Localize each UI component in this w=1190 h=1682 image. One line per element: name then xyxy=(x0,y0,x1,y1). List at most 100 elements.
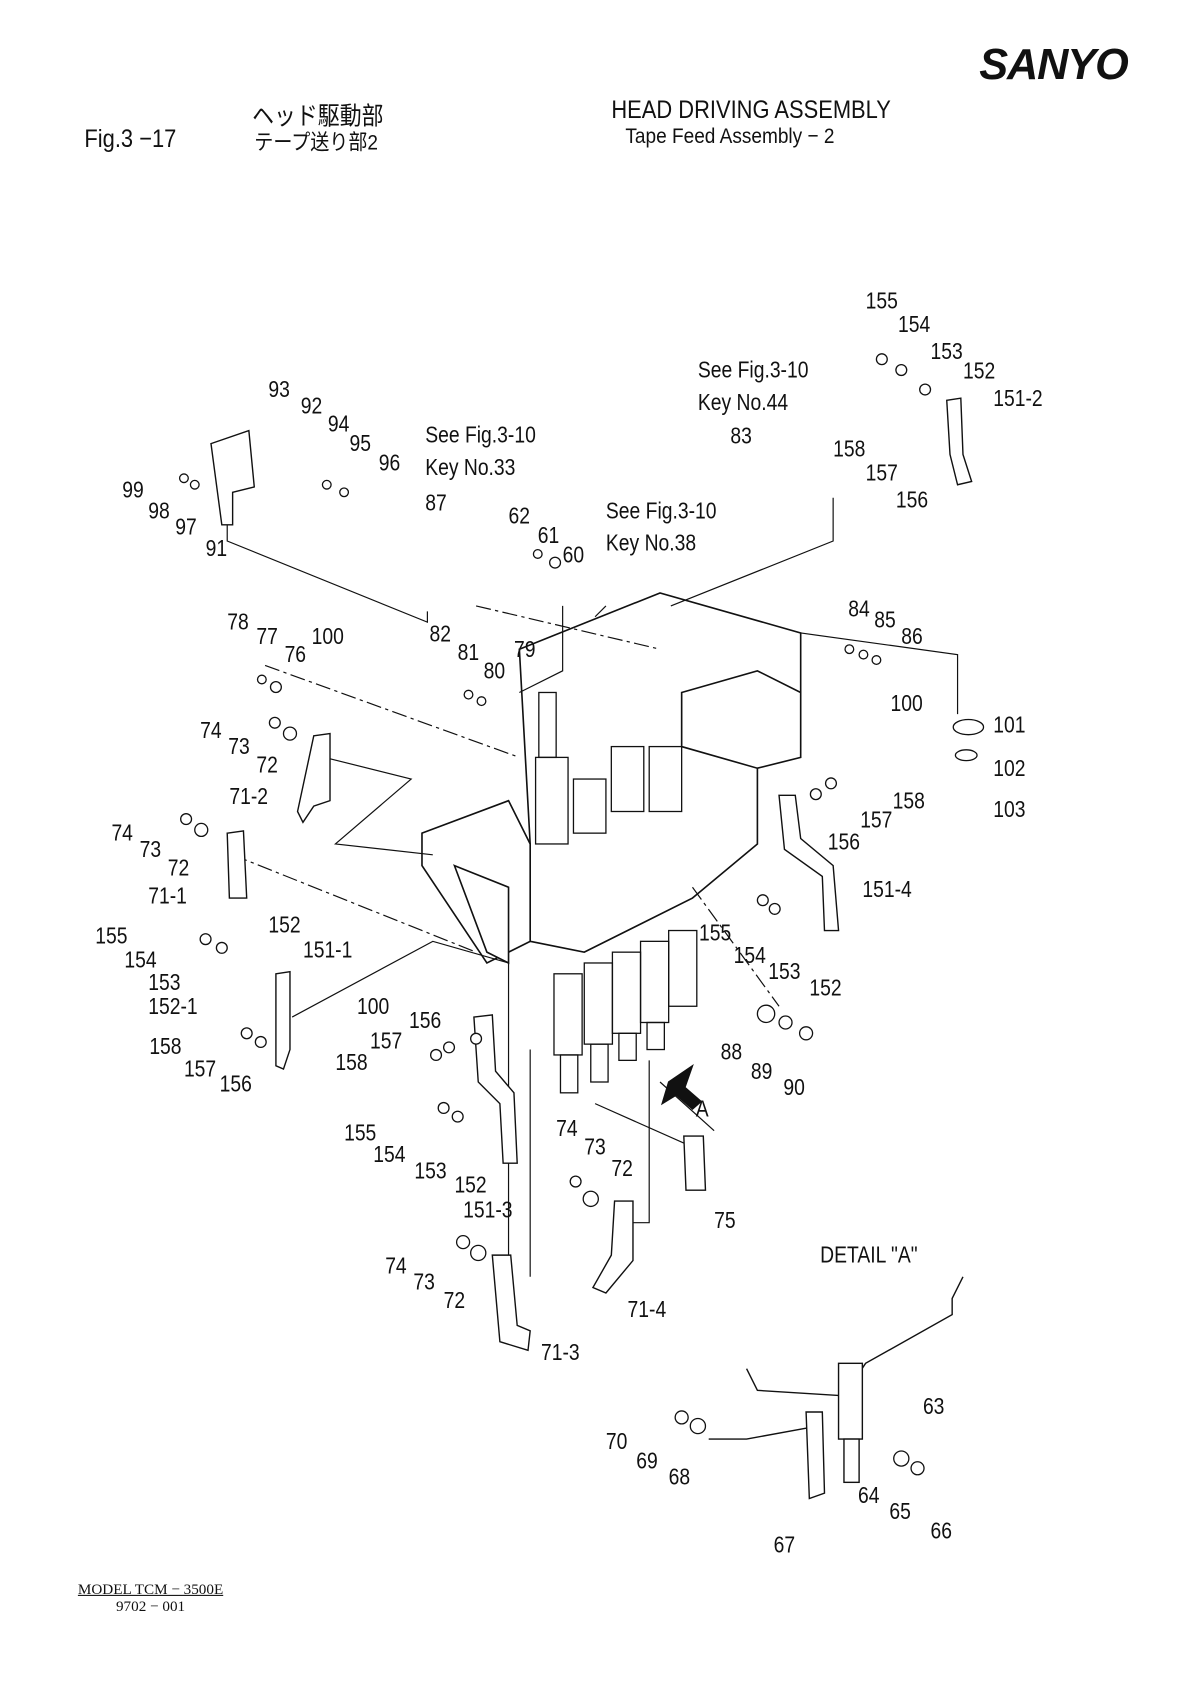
callout: 100 xyxy=(311,624,344,650)
callout: 70 xyxy=(605,1429,628,1455)
cross-reference-key: Key No.38 xyxy=(605,531,697,557)
callout: 71-2 xyxy=(229,784,269,810)
callout: 74 xyxy=(385,1254,407,1279)
callout: 72 xyxy=(443,1288,466,1314)
sanyo-logo: SANYO xyxy=(979,41,1129,89)
callout: 152 xyxy=(454,1172,487,1198)
callout: 151-1 xyxy=(302,938,353,963)
cross-reference: See Fig.3-10 xyxy=(605,498,717,524)
callout: 61 xyxy=(537,523,560,549)
callout: 102 xyxy=(993,756,1026,782)
jp-title-1: ヘッド駆動部 xyxy=(252,101,384,130)
callout: 96 xyxy=(378,451,401,477)
callout: 153 xyxy=(148,970,181,996)
callout: 158 xyxy=(892,788,925,814)
callout: 103 xyxy=(993,797,1026,823)
cross-reference-key: Key No.33 xyxy=(425,455,516,481)
callout: 71-4 xyxy=(627,1297,667,1323)
callout: 155 xyxy=(698,920,732,946)
callout: 76 xyxy=(284,642,307,668)
callout: 69 xyxy=(636,1448,658,1474)
callout: 101 xyxy=(993,713,1026,738)
callout: 158 xyxy=(149,1034,182,1060)
callout: 155 xyxy=(865,288,898,314)
callout: 155 xyxy=(95,924,128,949)
callout: 100 xyxy=(890,691,923,717)
cross-reference: See Fig.3-10 xyxy=(697,358,809,384)
callout: 73 xyxy=(584,1135,606,1160)
callout: 154 xyxy=(733,943,766,969)
callout: 77 xyxy=(256,624,278,650)
callout: 71-3 xyxy=(541,1340,580,1366)
callout: 95 xyxy=(349,431,371,457)
callout: 72 xyxy=(256,753,278,778)
callout: 88 xyxy=(720,1039,743,1065)
callout: 72 xyxy=(611,1156,633,1182)
callout: 64 xyxy=(858,1483,880,1509)
callout: 80 xyxy=(483,658,506,684)
callout: 151-4 xyxy=(862,877,912,903)
callout: 72 xyxy=(167,855,190,881)
callout: 73 xyxy=(139,837,162,863)
cross-reference-key: Key No.44 xyxy=(697,390,789,416)
callout: 151-3 xyxy=(463,1197,513,1223)
callout: 83 xyxy=(730,424,752,450)
callout: 74 xyxy=(556,1116,578,1142)
en-title-2: Tape Feed Assembly − 2 xyxy=(625,124,835,149)
callout: 152-1 xyxy=(148,994,198,1020)
callout: 157 xyxy=(370,1028,403,1054)
callout: 152 xyxy=(268,913,301,939)
callout: 60 xyxy=(562,543,585,569)
callout: 92 xyxy=(300,393,323,419)
callout: 65 xyxy=(889,1499,911,1525)
callout: 73 xyxy=(228,734,250,760)
callout: 153 xyxy=(930,339,963,365)
callout: 73 xyxy=(413,1270,435,1296)
callout: 153 xyxy=(414,1158,447,1184)
cross-reference: See Fig.3-10 xyxy=(425,423,536,448)
fig-number: Fig.3 −17 xyxy=(84,124,177,153)
callout: 151-2 xyxy=(993,386,1043,412)
callout: 66 xyxy=(930,1519,953,1545)
callout: 81 xyxy=(457,640,480,666)
callout: 154 xyxy=(898,312,931,338)
callout: 100 xyxy=(357,994,390,1020)
footer: MODEL TCM − 3500E 9702 − 001 xyxy=(78,1582,223,1617)
callout: 158 xyxy=(833,437,866,463)
callout: 98 xyxy=(148,498,170,524)
callout: 68 xyxy=(668,1465,691,1490)
callout: 90 xyxy=(783,1075,805,1101)
callout: 154 xyxy=(124,947,157,973)
callout: 156 xyxy=(827,829,860,855)
callout: 94 xyxy=(327,412,350,438)
callout: 85 xyxy=(874,608,896,633)
callout: 82 xyxy=(429,622,452,648)
callout: 91 xyxy=(205,536,228,562)
callout: 97 xyxy=(175,515,197,540)
callout: 158 xyxy=(335,1050,368,1076)
jp-title-2: テープ送り部2 xyxy=(254,130,378,155)
callout: 99 xyxy=(122,478,144,504)
callout: 84 xyxy=(848,597,870,623)
callout: 75 xyxy=(714,1208,736,1234)
en-title-1: HEAD DRIVING ASSEMBLY xyxy=(611,95,891,124)
callout: 156 xyxy=(408,1008,442,1034)
callout: 154 xyxy=(373,1142,406,1168)
callout: 156 xyxy=(219,1072,252,1098)
callout: 74 xyxy=(111,821,133,847)
detail-arrow-label: A xyxy=(695,1097,709,1123)
callout: 79 xyxy=(513,637,536,663)
callout: 156 xyxy=(895,487,929,513)
callout: 93 xyxy=(268,377,290,403)
model-number: MODEL TCM − 3500E xyxy=(77,1581,224,1599)
document-number: 9702 − 001 xyxy=(115,1599,186,1616)
callout: 157 xyxy=(860,808,893,834)
callout: 71-1 xyxy=(148,883,187,909)
callout: 152 xyxy=(809,975,842,1001)
callout: 63 xyxy=(922,1394,945,1420)
callout: 74 xyxy=(200,718,222,744)
callout: 157 xyxy=(865,460,898,486)
callout: 153 xyxy=(768,959,801,985)
